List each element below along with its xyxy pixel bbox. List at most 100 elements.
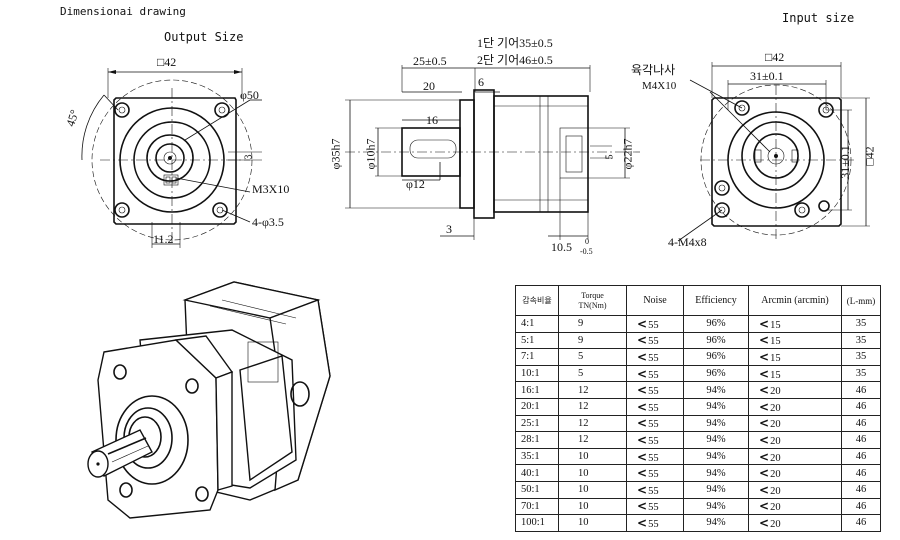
hex-thread-label: M4X10 [642,80,677,92]
torque-cell-value: 10 [578,484,589,496]
ratio-cell-value: 50:1 [521,484,540,496]
less-than-symbol: < [637,399,648,414]
isometric-view [87,281,331,519]
torque-cell: 10 [558,447,627,466]
less-than-symbol: < [759,432,770,447]
header-ratio: 감속비율 [515,285,559,316]
length-cell: 35 [841,315,881,333]
ratio-cell-value: 100:1 [521,517,545,529]
ratio-cell-value: 10:1 [521,368,540,380]
offset-label: 11.2 [153,232,174,246]
noise-cell-value: 55 [648,518,659,530]
torque-cell-value: 12 [578,434,589,446]
torque-cell: 12 [558,414,627,433]
arcmin-cell-value: 20 [770,502,781,514]
header-efficiency: Efficiency [683,285,749,316]
less-than-symbol: < [759,482,770,497]
less-than-symbol: < [759,333,770,348]
less-than-symbol: < [637,515,648,530]
less-than-symbol: < [637,449,648,464]
arcmin-cell: <20 [748,514,842,532]
efficiency-cell: 94% [683,514,749,532]
length-cell-value: 46 [855,401,867,413]
output-size-heading: Output Size [164,30,244,44]
length-stage2-label: 2단 기어46±0.5 [477,53,553,67]
arcmin-cell-value: 20 [770,485,781,497]
length-cell-value: 35 [855,318,867,330]
efficiency-cell-value: 96% [706,318,726,330]
length-cell: 35 [841,348,881,366]
noise-cell: <55 [626,497,684,516]
efficiency-cell-value: 94% [706,434,726,446]
length-cell: 46 [841,497,881,516]
output-square-label: □42 [157,55,177,69]
less-than-symbol: < [637,416,648,431]
noise-cell: <55 [626,514,684,532]
efficiency-cell-value: 94% [706,417,726,429]
length-cell-value: 46 [855,434,867,446]
less-than-symbol: < [637,482,648,497]
ratio-cell: 16:1 [515,381,559,399]
torque-cell: 9 [558,331,627,350]
arcmin-cell-value: 20 [770,435,781,447]
ratio-cell-value: 20:1 [521,401,540,413]
arcmin-cell-value: 15 [770,352,781,364]
tolerance-upper: 0 [585,237,589,246]
torque-cell: 5 [558,348,627,366]
noise-cell-value: 55 [648,419,659,431]
ratio-cell-value: 28:1 [521,434,540,446]
torque-cell: 10 [558,497,627,516]
ratio-cell: 4:1 [515,315,559,333]
arcmin-cell-value: 20 [770,419,781,431]
torque-cell-value: 10 [578,500,589,512]
efficiency-cell: 94% [683,480,749,499]
ratio-cell-value: 16:1 [521,384,540,396]
input-square-top-label: □42 [765,50,785,64]
efficiency-cell: 96% [683,364,749,383]
noise-cell: <55 [626,331,684,350]
input-view-drawing [677,62,870,242]
noise-cell: <55 [626,447,684,466]
noise-cell: <55 [626,464,684,482]
length-cell-value: 46 [855,451,867,463]
length-cell: 46 [841,381,881,399]
torque-cell: 12 [558,431,627,449]
header-noise: Noise [626,285,684,316]
arcmin-cell: <20 [748,497,842,516]
arcmin-cell: <15 [748,331,842,350]
ratio-cell: 35:1 [515,447,559,466]
noise-cell-value: 55 [648,402,659,414]
length-cell-value: 46 [855,417,867,429]
length-cell: 46 [841,464,881,482]
header-arcmin: Arcmin (arcmin) [748,285,842,316]
noise-cell-value: 55 [648,485,659,497]
arcmin-cell: <20 [748,397,842,416]
ratio-cell-value: 5:1 [521,334,535,346]
pcd-horizontal-label: 31±0.1 [750,69,784,83]
efficiency-cell: 94% [683,381,749,399]
arcmin-cell: <20 [748,431,842,449]
ratio-cell: 28:1 [515,431,559,449]
side-view-drawing [345,65,640,240]
less-than-symbol: < [637,366,648,381]
arcmin-cell: <20 [748,414,842,433]
efficiency-cell: 94% [683,414,749,433]
input-depth-label: 10.5 [551,240,572,254]
torque-cell: 5 [558,364,627,383]
noise-cell: <55 [626,397,684,416]
ratio-cell: 10:1 [515,364,559,383]
drawing-title: Dimensionai drawing [60,5,186,18]
efficiency-cell: 94% [683,397,749,416]
torque-cell: 10 [558,514,627,532]
torque-cell-value: 12 [578,401,589,413]
noise-cell: <55 [626,480,684,499]
length-cell: 46 [841,431,881,449]
pcd-vertical-label: 31±0.1 [837,145,852,179]
tolerance-lower: -0.5 [580,247,593,256]
noise-cell-value: 55 [648,469,659,481]
